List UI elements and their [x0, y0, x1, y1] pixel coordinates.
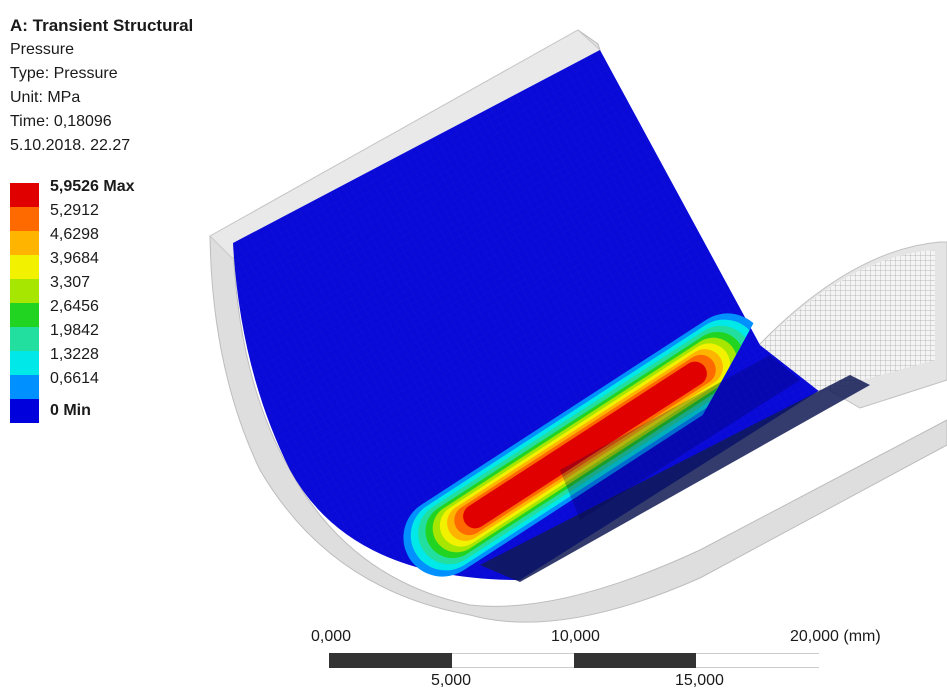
legend-label: 4,6298: [50, 226, 99, 243]
legend-swatch: [10, 399, 39, 423]
legend-swatch: [10, 255, 39, 279]
legend-swatch: [10, 375, 39, 399]
legend-label: 5,9526 Max: [50, 178, 135, 195]
analysis-title: A: Transient Structural: [10, 16, 194, 35]
shell-outer: [209, 29, 947, 623]
legend-swatch: [10, 303, 39, 327]
result-time: Time: 0,18096: [10, 113, 112, 130]
legend-swatch: [10, 183, 39, 207]
result-unit: Unit: MPa: [10, 89, 81, 106]
legend-label: 5,2912: [50, 202, 99, 219]
transparent-shade: [560, 355, 800, 520]
legend-swatch: [10, 207, 39, 231]
legend-label: 3,9684: [50, 250, 99, 267]
result-date: 5.10.2018. 22.27: [10, 137, 131, 154]
legend-swatch: [10, 327, 39, 351]
legend-label: 3,307: [50, 274, 91, 291]
legend-swatch: [10, 231, 39, 255]
result-info: A: Transient Structural Pressure Type: P…: [10, 14, 193, 158]
legend-swatch: [10, 279, 39, 303]
legend-swatch: [10, 351, 39, 375]
bottom-strip: [480, 375, 870, 582]
legend-label: 2,6456: [50, 298, 99, 315]
result-type: Type: Pressure: [10, 65, 118, 82]
legend-label: 1,9842: [50, 322, 99, 339]
legend-label: 0,6614: [50, 370, 99, 387]
legend-label: 1,3228: [50, 346, 99, 363]
result-name: Pressure: [10, 41, 75, 58]
pressure-contour: [403, 313, 767, 577]
legend-label: 0 Min: [50, 402, 91, 419]
